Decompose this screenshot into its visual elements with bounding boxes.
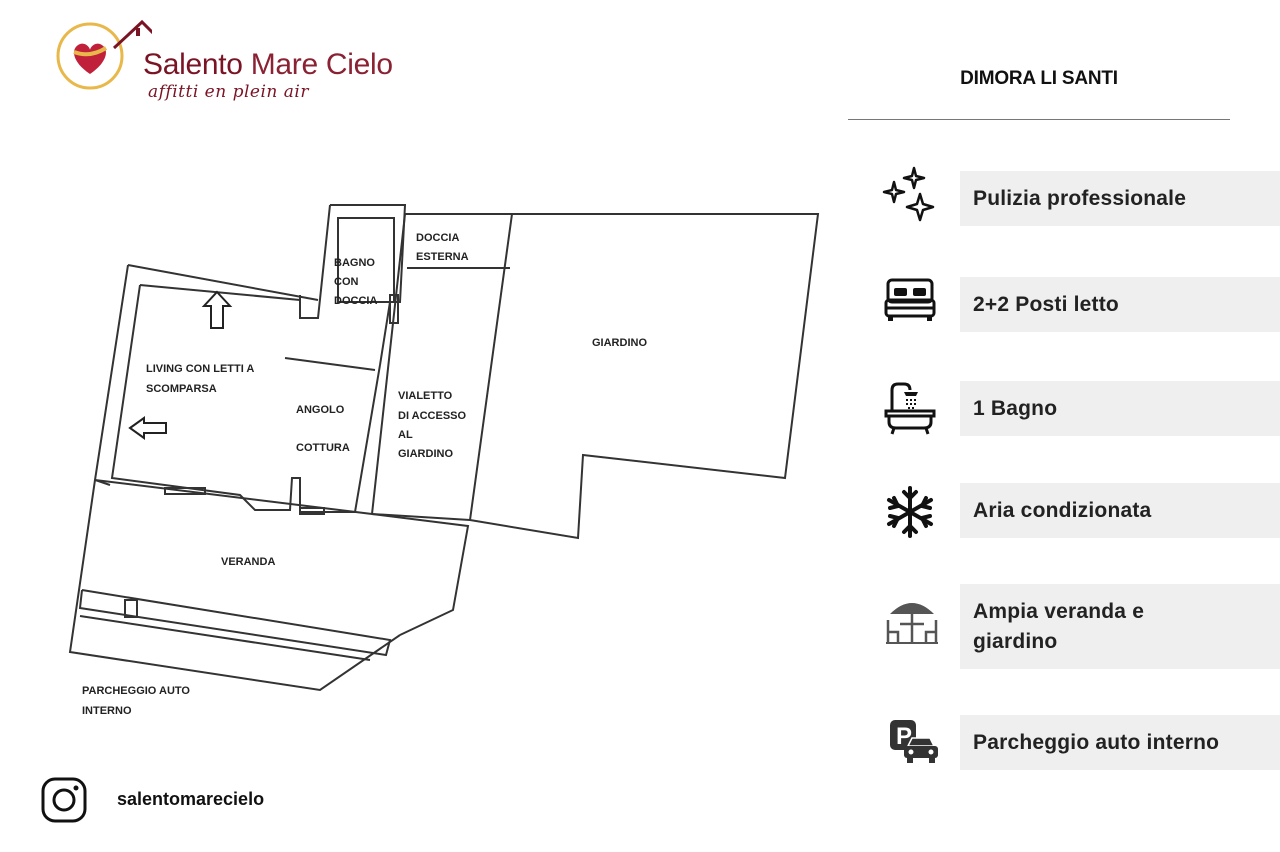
svg-text:CON: CON bbox=[334, 276, 359, 288]
bathtub-icon bbox=[882, 380, 938, 436]
svg-text:COTTURA: COTTURA bbox=[296, 442, 350, 454]
feature-parcheggio: Parcheggio auto interno bbox=[960, 715, 1280, 770]
brand-tagline: affitti en plein air bbox=[148, 82, 309, 102]
instagram-icon[interactable] bbox=[40, 776, 88, 824]
instagram-handle[interactable]: salentomarecielo bbox=[117, 789, 265, 809]
feature-pulizia: Pulizia professionale bbox=[960, 171, 1280, 226]
svg-text:P: P bbox=[896, 723, 912, 750]
arrow-up-icon bbox=[201, 290, 233, 329]
svg-text:LIVING CON LETTI A: LIVING CON LETTI A bbox=[146, 363, 254, 375]
svg-text:BAGNO: BAGNO bbox=[334, 257, 375, 269]
svg-text:DOCCIA: DOCCIA bbox=[334, 295, 377, 307]
patio-umbrella-icon bbox=[884, 592, 940, 648]
feature-posti-letto: 2+2 Posti letto bbox=[960, 277, 1280, 332]
heart-house-icon bbox=[56, 19, 152, 90]
brand-name: Salento Mare Cielo bbox=[143, 48, 393, 81]
feature-label: Aria condizionata bbox=[973, 498, 1152, 522]
bed-icon bbox=[882, 276, 938, 332]
svg-text:ANGOLO: ANGOLO bbox=[296, 404, 345, 416]
svg-text:GIARDINO: GIARDINO bbox=[592, 337, 647, 349]
snowflake-icon bbox=[882, 484, 938, 540]
feature-bagno: 1 Bagno bbox=[960, 381, 1280, 436]
svg-text:AL: AL bbox=[398, 429, 413, 441]
svg-text:PARCHEGGIO AUTO: PARCHEGGIO AUTO bbox=[82, 685, 190, 697]
sparkles-icon bbox=[880, 164, 936, 222]
feature-label: 2+2 Posti letto bbox=[973, 292, 1119, 316]
svg-text:SCOMPARSA: SCOMPARSA bbox=[146, 383, 217, 395]
parking-icon: P bbox=[886, 716, 942, 772]
svg-text:ESTERNA: ESTERNA bbox=[416, 251, 469, 263]
svg-text:DOCCIA: DOCCIA bbox=[416, 232, 459, 244]
svg-text:VERANDA: VERANDA bbox=[221, 556, 275, 568]
feature-label: Pulizia professionale bbox=[973, 186, 1187, 210]
svg-text:INTERNO: INTERNO bbox=[82, 705, 132, 717]
page-title: DIMORA LI SANTI bbox=[960, 68, 1118, 89]
feature-veranda-giardino: Ampia veranda e giardino bbox=[960, 584, 1280, 669]
feature-label: 1 Bagno bbox=[973, 396, 1058, 420]
floor-plan: DOCCIA ESTERNA BAGNO CON DOCCIA GIARDINO… bbox=[68, 204, 820, 717]
brand-logo: Salento Mare Cielo affitti en plein air bbox=[52, 18, 412, 108]
svg-text:VIALETTO: VIALETTO bbox=[398, 390, 453, 402]
feature-label: Ampia veranda e giardino bbox=[973, 599, 1145, 653]
feature-aria-condizionata: Aria condizionata bbox=[960, 483, 1280, 538]
svg-text:GIARDINO: GIARDINO bbox=[398, 448, 453, 460]
feature-label: Parcheggio auto interno bbox=[973, 730, 1220, 754]
svg-text:DI ACCESSO: DI ACCESSO bbox=[398, 410, 466, 422]
title-divider bbox=[848, 119, 1230, 120]
arrow-left-icon bbox=[128, 416, 167, 440]
